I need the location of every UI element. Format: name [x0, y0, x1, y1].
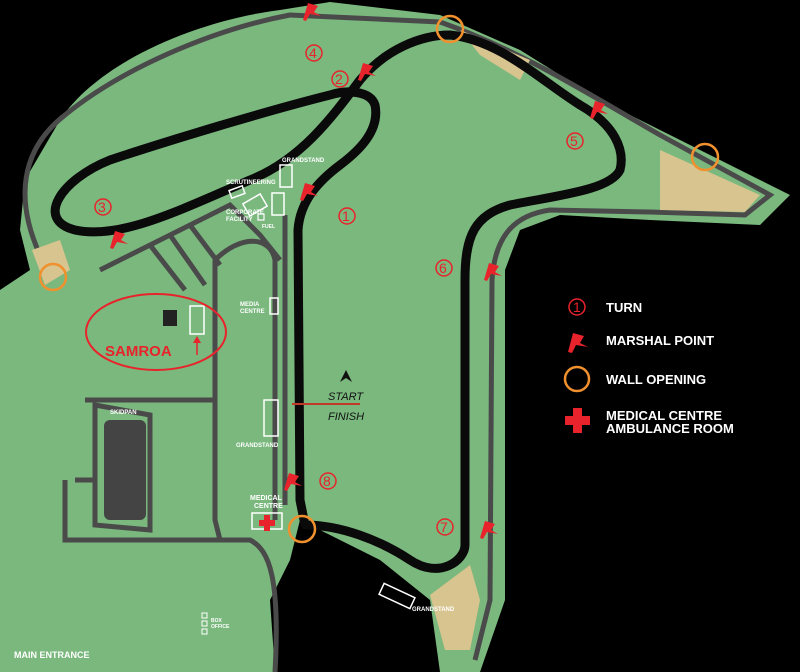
legend-medical-line1: MEDICAL CENTRE [606, 408, 722, 423]
grandstand-label-top: GRANDSTAND [282, 158, 325, 164]
marshal-flags [110, 3, 608, 539]
turn-7-number: 7 [440, 519, 448, 535]
skidpan-road [92, 402, 153, 533]
corporate-label-line1: CORPORATE [226, 210, 264, 216]
samroa-highlight-ellipse [85, 293, 227, 371]
box-line1: BOX [211, 618, 223, 624]
samroa-black-building [163, 310, 177, 326]
turn-marker-5: 5 [566, 132, 584, 150]
legend-medical-line2: AMBULANCE ROOM [606, 421, 734, 436]
race-track [50, 30, 626, 573]
turn-4-number: 4 [309, 45, 317, 61]
paddock-road [70, 201, 282, 672]
scrutineering-building [228, 184, 246, 200]
medical-cross-icon [565, 408, 590, 433]
turn-icon-number: 1 [573, 299, 581, 315]
box-line2: OFFICE [211, 624, 230, 630]
paddock-grid [148, 223, 222, 292]
grandstand-label-south: GRANDSTAND [412, 607, 455, 613]
skidpan-label: SKIDPAN [110, 410, 137, 416]
box-office-label: BOX OFFICE [211, 618, 230, 630]
medical-line1: MEDICAL [250, 495, 283, 502]
skidpan-access [62, 477, 95, 543]
legend-medical-label: MEDICAL CENTRE AMBULANCE ROOM [606, 408, 734, 436]
marshal-flag-icon [568, 333, 588, 353]
wall-opening-icon [563, 365, 591, 393]
wall-opening-icon [690, 142, 720, 172]
media-centre-building [269, 297, 279, 315]
legend-wall-label: WALL OPENING [606, 372, 706, 387]
marshal-flag-icon [484, 263, 502, 281]
main-entrance-label: MAIN ENTRANCE [14, 650, 90, 660]
start-label: START [328, 391, 364, 403]
marshal-flag-icon [110, 231, 128, 249]
perimeter-road [22, 12, 775, 661]
wall-opening-icon [287, 514, 317, 544]
turn-marker-7: 7 [436, 518, 454, 536]
grandstand-pit [279, 164, 293, 188]
grandstand-main [263, 399, 279, 437]
turn-marker-3: 3 [94, 198, 112, 216]
grandstand-south [378, 582, 416, 610]
skidpan-surface [104, 420, 146, 520]
box-office-building [201, 612, 208, 635]
turn-6-number: 6 [439, 260, 447, 276]
turn-5-number: 5 [570, 133, 578, 149]
turn-2-number: 2 [335, 71, 343, 87]
marshal-flag-icon [284, 473, 302, 491]
turn-3-number: 3 [98, 199, 106, 215]
corporate-label-line2: FACILITY [226, 217, 253, 223]
marshal-flag-icon [303, 3, 321, 21]
turn-marker-1: 1 [338, 207, 356, 225]
turn-marker-4: 4 [305, 44, 323, 62]
sand-trap-1 [660, 150, 760, 212]
media-centre-label: MEDIA CENTRE [240, 302, 265, 315]
samroa-label: SAMROA [105, 343, 172, 360]
corporate-label: CORPORATE FACILITY [226, 210, 266, 223]
marshal-flag-icon [358, 63, 376, 81]
medical-line2: CENTRE [254, 503, 283, 510]
turn-1-number: 1 [342, 208, 350, 224]
fuel-building [257, 213, 265, 221]
medical-cross-icon [259, 515, 275, 531]
turn-8-number: 8 [323, 473, 331, 489]
marshal-flag-icon [300, 183, 318, 201]
marshal-flag-icon [480, 521, 498, 539]
legend-marshal-label: MARSHAL POINT [606, 333, 714, 348]
media-line2: CENTRE [240, 309, 265, 315]
grandstand-label-main: GRANDSTAND [236, 443, 279, 449]
marshal-flag-icon [590, 101, 608, 119]
start-arrow-icon [340, 370, 352, 382]
wall-opening-icon [435, 14, 465, 44]
turn-marker-8: 8 [319, 472, 337, 490]
samroa-arrow-head [193, 336, 201, 343]
grandstand-pit-2 [271, 192, 285, 216]
legend: 1 TURN MARSHAL POINT WALL OPENING MEDICA… [563, 298, 734, 436]
wall-openings [38, 14, 720, 544]
scrutineering-label: SCRUTINEERING [226, 180, 276, 186]
fuel-label: FUEL [262, 224, 275, 230]
finish-label: FINISH [328, 411, 364, 423]
legend-turn-label: TURN [606, 300, 642, 315]
samroa-white-building [189, 305, 205, 335]
turn-marker-6: 6 [435, 259, 453, 277]
turn-icon [568, 298, 586, 316]
corporate-building [241, 192, 269, 218]
medical-centre-label: MEDICAL CENTRE [250, 495, 284, 510]
wall-opening-icon [38, 262, 68, 292]
turn-marker-2: 2 [331, 70, 349, 88]
sand-trap-2 [430, 565, 480, 650]
media-line1: MEDIA [240, 302, 260, 308]
